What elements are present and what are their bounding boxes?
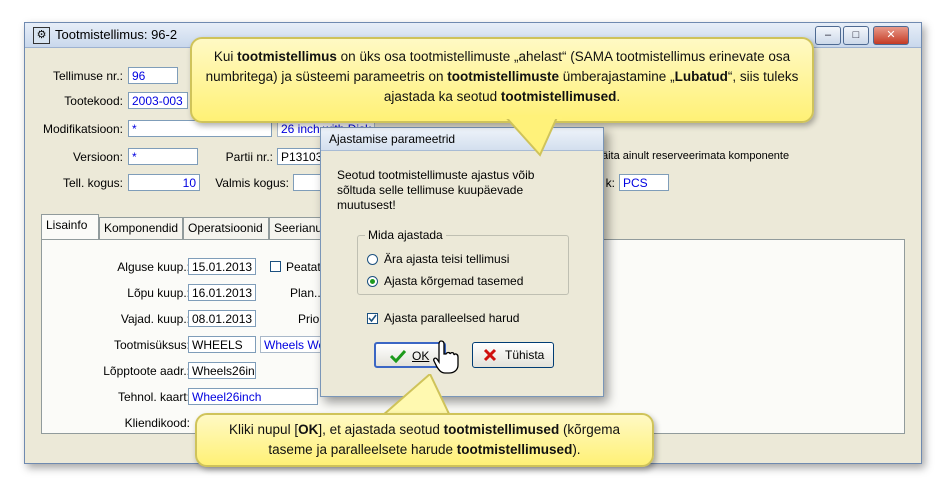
callout-top-text: “, siis tuleks ajastada ka seotud [383,69,799,104]
unit-field[interactable]: PCS [619,174,669,191]
ok-button[interactable]: OK [374,342,446,368]
callout-top-bold: Lubatud [674,69,728,84]
client-code-label: Kliendikood: [124,416,190,430]
callout-bottom: Kliki nupul [OK], et ajastada seotud too… [195,413,654,467]
batch-label: Partii nr.: [225,150,273,164]
app-icon: ⚙ [33,27,50,44]
stopped-checkbox[interactable] [270,261,281,272]
modification-label: Modifikatsioon: [42,122,123,136]
callout-bottom-bold: OK [298,422,319,437]
callout-bottom-bold: tootmistellimused [456,442,573,457]
radio-higher-levels[interactable] [367,276,378,287]
scheduling-dialog: Ajastamise parameetrid Seotud tootmistel… [320,127,604,397]
check-icon [368,314,377,323]
callout-bottom-text: (kõrgema taseme ja paralleelsete harude [268,422,620,457]
dialog-title: Ajastamise parameetrid [329,132,456,146]
order-no-field[interactable]: 96 [128,67,178,84]
start-date-field[interactable]: 15.01.2013 [188,258,256,275]
radio-no-schedule-label: Ära ajasta teisi tellimusi [384,252,510,266]
end-date-label: Lõpu kuup.: [127,286,190,300]
callout-bottom-pointer [379,374,452,417]
callout-bottom-text: Kliki nupul [ [229,422,299,437]
batch-field[interactable]: P13103 [277,148,327,165]
ok-label: OK [412,349,430,363]
tech-card-label: Tehnol. kaart: [117,390,190,404]
callout-bottom-text: ). [572,442,581,457]
tab-seerianumbrid[interactable]: Seerianur [269,217,329,239]
schedule-options-group [357,235,569,295]
callout-top-bold: tootmistellimused [500,89,617,104]
priority-label: Priori [298,312,327,326]
finished-address-field[interactable]: Wheels26inc [188,362,256,379]
cancel-button[interactable]: Tühista [472,342,554,368]
minimize-button[interactable]: – [815,26,841,45]
tab-lisainfo[interactable]: Lisainfo [41,214,99,240]
unit-label: k: [605,176,615,190]
product-code-label: Tootekood: [64,94,123,108]
finished-qty-label: Valmis kogus: [215,176,289,190]
needed-date-label: Vajad. kuup.: [120,312,190,326]
end-date-field[interactable]: 16.01.2013 [188,284,256,301]
callout-top-bold: tootmistellimus [237,49,337,64]
parallel-branches-checkbox[interactable] [367,313,378,324]
hand-cursor-icon [433,340,459,374]
production-unit-description: Wheels Wo [260,336,322,353]
stopped-label: Peatatu [286,260,328,274]
callout-top-pointer [502,115,562,157]
production-unit-field[interactable]: WHEELS [188,336,256,353]
version-field[interactable]: * [128,148,198,165]
callout-bottom-text: ], et ajastada seotud [318,422,444,437]
check-mark-icon [390,349,406,363]
callout-top: Kui tootmistellimus on üks osa tootmiste… [190,37,814,123]
close-button[interactable]: ✕ [873,26,909,45]
tab-panel: Alguse kuup.: 15.01.2013 Peatatu Lõpu ku… [41,239,905,434]
callout-bottom-bold: tootmistellimused [443,422,560,437]
radio-no-schedule[interactable] [367,254,378,265]
production-unit-label: Tootmisüksus: [113,338,190,352]
radio-higher-levels-label: Ajasta kõrgemad tasemed [384,274,524,288]
plan-label: Plan.. [290,286,321,300]
finished-address-label: Lõpptoote aadr.: [103,364,190,378]
callout-top-text: ümberajastamine „ [559,69,675,84]
tab-operatsioonid[interactable]: Operatsioonid [183,217,269,239]
schedule-options-label: Mida ajastada [365,228,446,242]
ordered-qty-label: Tell. kogus: [62,176,123,190]
order-no-label: Tellimuse nr.: [52,69,123,83]
callout-top-bold: tootmistellimuste [447,69,560,84]
version-label: Versioon: [72,150,123,164]
cross-icon [483,348,497,362]
parallel-branches-label: Ajasta paralleelsed harud [384,311,520,325]
ordered-qty-field[interactable]: 10 [128,174,200,191]
window-title: Tootmistellimus: 96-2 [55,27,178,42]
callout-top-text: . [616,89,621,104]
dialog-message: Seotud tootmistellimuste ajastus võib sõ… [337,168,535,212]
callout-top-text: Kui [213,49,238,64]
product-code-field[interactable]: 2003-003 [128,92,188,109]
show-unreserved-text: äita ainult reserveerimata komponente [602,150,790,162]
callout-top-text: on üks osa tootmistellimuste „ahelast“ (… [205,49,791,84]
tab-komponendid[interactable]: Komponendid [99,217,183,239]
tech-card-field[interactable]: Wheel26inch [188,388,318,405]
needed-date-field[interactable]: 08.01.2013 [188,310,256,327]
start-date-label: Alguse kuup.: [117,260,190,274]
maximize-button[interactable]: □ [843,26,869,45]
cancel-label: Tühista [505,348,545,362]
